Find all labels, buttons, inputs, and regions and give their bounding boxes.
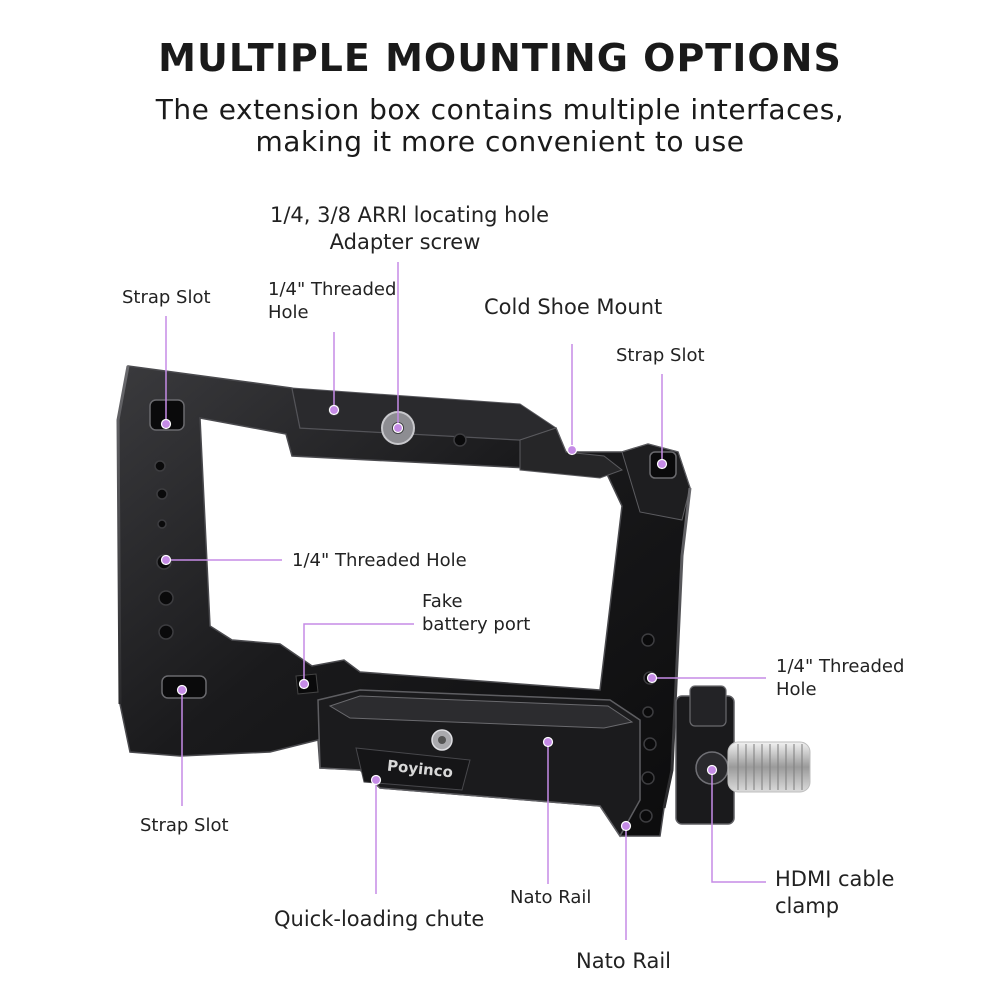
left-threaded-holes [154,460,174,640]
subtitle-line-2: making it more convenient to use [255,125,745,158]
callout-dot-nato-rail-2 [620,820,632,832]
callout-dot-strap-top-left [160,418,172,430]
label-nato-rail-1: Nato Rail [510,887,592,908]
page-subtitle: The extension box contains multiple inte… [0,94,1000,158]
label-quick-loading-chute: Quick-loading chute [274,907,485,931]
label-strap-slot-top-left: Strap Slot [122,287,211,308]
label-cold-shoe-mount: Cold Shoe Mount [484,295,663,319]
label-threaded-top-line-1: 1/4" Threaded [268,279,397,300]
label-threaded-right-line-2: Hole [776,679,817,700]
callout-dot-fake-battery [298,678,310,690]
base-plate-top [328,695,634,729]
page-title: MULTIPLE MOUNTING OPTIONS [158,36,842,80]
subtitle-line-1: The extension box contains multiple inte… [155,93,845,126]
callout-dot-quick-loading [370,774,382,786]
callout-dot-threaded-right [646,672,658,684]
label-threaded-hole-top: 1/4" Threaded Hole [268,278,396,324]
callout-dot-strap-top-right [656,458,668,470]
strap-slot-top-left [149,399,185,431]
label-hdmi-line-2: clamp [775,894,840,918]
callout-dot-cold-shoe [566,444,578,456]
label-strap-slot-top-right: Strap Slot [616,345,705,366]
callout-dot-strap-bottom [176,684,188,696]
callout-dot-nato-rail-1 [542,736,554,748]
label-threaded-right-line-1: 1/4" Threaded [776,656,905,677]
label-arri-line-2: Adapter screw [329,230,481,254]
callout-dot-arri [392,422,404,434]
label-strap-slot-bottom: Strap Slot [140,815,229,836]
quick-loading-chute [355,747,471,791]
label-nato-rail-2: Nato Rail [576,949,672,973]
hdmi-cable-clamp [675,685,811,825]
label-arri-locating-hole: 1/4, 3/8 ARRl locating hole Adapter scre… [270,202,550,256]
right-threaded-holes [639,633,657,823]
callout-line-fake-battery [303,623,414,684]
label-hdmi-line-1: HDMI cable [775,867,895,891]
label-fake-battery-line-2: battery port [422,614,531,635]
label-fake-battery-port: Fake battery port [422,590,530,636]
callout-dot-threaded-left [160,554,172,566]
label-fake-battery-line-1: Fake [422,591,463,612]
label-arri-line-1: 1/4, 3/8 ARRl locating hole [270,203,550,227]
callout-line-hdmi [711,770,766,883]
label-hdmi-cable-clamp: HDMI cable clamp [775,866,894,920]
label-threaded-top-line-2: Hole [268,302,309,323]
callout-dot-hdmi [706,764,718,776]
label-threaded-hole-right: 1/4" Threaded Hole [776,655,904,701]
label-threaded-hole-left: 1/4" Threaded Hole [292,550,467,571]
callout-dot-threaded-top [328,404,340,416]
